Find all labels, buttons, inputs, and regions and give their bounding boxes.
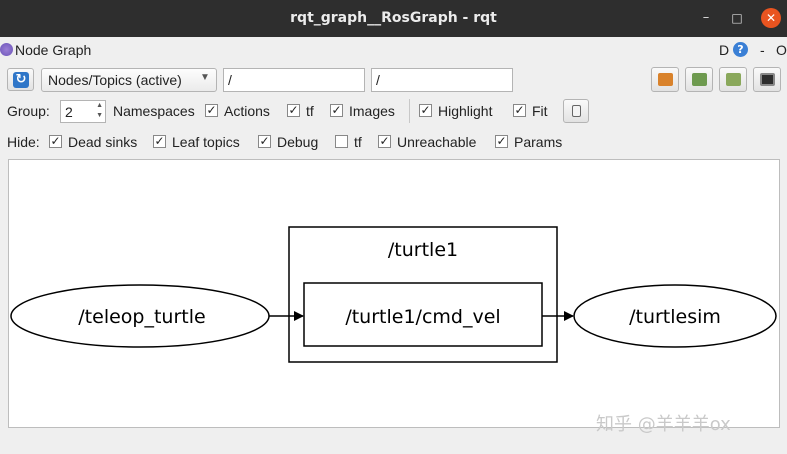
group-label: Group: — [7, 103, 50, 119]
fit-checkbox[interactable] — [513, 104, 526, 117]
graph-toolbar: ↻ Nodes/Topics (active) ▼ / / — [0, 66, 787, 94]
graph-mode-select[interactable]: Nodes/Topics (active) ▼ — [41, 68, 217, 92]
hide-label: Hide: — [7, 134, 40, 150]
turtlesim-node-label: /turtlesim — [629, 306, 721, 328]
ros-graph-diagram: /turtle1 /teleop_turtle /turtle1/cmd_vel… — [10, 226, 777, 363]
namespaces-label: Namespaces — [113, 103, 195, 119]
tf-checkbox[interactable] — [287, 104, 300, 117]
plugin-header: Node Graph D ? - O — [0, 38, 787, 62]
window-titlebar: rqt_graph__RosGraph - rqt – □ ✕ — [0, 0, 787, 37]
fit-label: Fit — [532, 103, 548, 119]
cmd-vel-topic-label: /turtle1/cmd_vel — [345, 306, 500, 328]
unreachable-checkbox[interactable] — [378, 135, 391, 148]
refresh-button[interactable]: ↻ — [7, 68, 34, 91]
images-label: Images — [349, 103, 395, 119]
chevron-down-icon: ▼ — [200, 72, 210, 83]
minimize-plugin-button[interactable]: - — [760, 42, 765, 58]
spin-up-icon[interactable]: ▲ — [96, 102, 103, 109]
dead-sinks-checkbox[interactable] — [49, 135, 62, 148]
options-divider — [409, 99, 410, 123]
save-svg-icon — [726, 73, 741, 86]
leaf-topics-label: Leaf topics — [172, 134, 240, 150]
highlight-checkbox[interactable] — [419, 104, 432, 117]
close-button[interactable]: ✕ — [761, 8, 781, 28]
group-spinbox[interactable]: 2 ▲ ▼ — [60, 100, 106, 123]
tf-label: tf — [306, 103, 314, 119]
namespaces-checkbox[interactable] — [205, 104, 218, 117]
maximize-button[interactable]: □ — [731, 11, 743, 25]
hide-tf-checkbox[interactable] — [335, 135, 348, 148]
teleop-node-label: /teleop_turtle — [78, 306, 205, 328]
fit-in-view-button[interactable] — [563, 99, 589, 123]
graph-options-row: Group: 2 ▲ ▼ Namespaces Actions tf Image… — [0, 99, 787, 123]
load-dot-button[interactable] — [651, 67, 679, 92]
refresh-icon: ↻ — [13, 72, 29, 88]
hide-options-row: Hide: Dead sinks Leaf topics Debug tf Un… — [0, 130, 787, 154]
graph-mode-value: Nodes/Topics (active) — [48, 72, 182, 88]
save-svg-button[interactable] — [719, 67, 747, 92]
highlight-label: Highlight — [438, 103, 493, 119]
dock-toggle-button[interactable]: D — [719, 42, 730, 58]
group-value: 2 — [65, 104, 73, 120]
dead-sinks-label: Dead sinks — [68, 134, 138, 150]
unreachable-label: Unreachable — [397, 134, 477, 150]
debug-checkbox[interactable] — [258, 135, 271, 148]
save-dot-button[interactable] — [685, 67, 713, 92]
node-filter-input[interactable]: / — [223, 68, 365, 92]
load-dot-icon — [658, 73, 673, 86]
save-image-button[interactable] — [753, 67, 781, 92]
node-graph-plugin-icon — [0, 43, 13, 56]
actions-label: Actions — [224, 103, 270, 119]
images-checkbox[interactable] — [330, 104, 343, 117]
save-dot-icon — [692, 73, 707, 86]
hide-tf-label: tf — [354, 134, 362, 150]
namespace-label: /turtle1 — [388, 239, 458, 261]
debug-label: Debug — [277, 134, 319, 150]
plugin-title: Node Graph — [15, 42, 92, 58]
turtlesim-node[interactable] — [573, 284, 777, 348]
minimize-button[interactable]: – — [702, 10, 710, 25]
close-plugin-button[interactable]: O — [776, 42, 787, 58]
namespace-cluster — [288, 226, 558, 363]
topic-filter-input[interactable]: / — [371, 68, 513, 92]
leaf-topics-checkbox[interactable] — [153, 135, 166, 148]
window-title: rqt_graph__RosGraph - rqt — [290, 10, 497, 26]
spin-down-icon[interactable]: ▼ — [96, 112, 103, 119]
params-label: Params — [514, 134, 563, 150]
fit-view-icon — [572, 105, 581, 117]
graph-canvas[interactable]: /turtle1 /teleop_turtle /turtle1/cmd_vel… — [8, 159, 780, 428]
help-icon[interactable]: ? — [733, 42, 748, 57]
save-image-icon — [760, 73, 775, 86]
watermark-text: 知乎 @羊羊羊ox — [596, 414, 731, 435]
cmd-vel-topic[interactable] — [303, 282, 543, 347]
params-checkbox[interactable] — [495, 135, 508, 148]
